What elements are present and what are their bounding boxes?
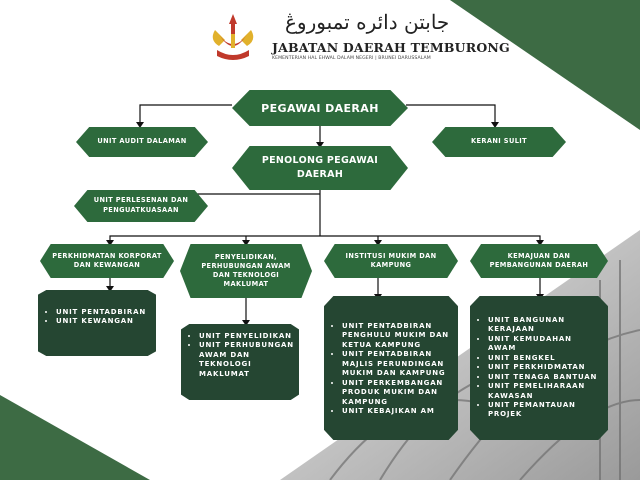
unit-audit-dalaman-label: UNIT AUDIT DALAMAN — [97, 137, 187, 146]
list-item: UNIT PENTADBIRAN MAJLIS PERUNDINGAN MUKI… — [342, 350, 452, 378]
kerani-sulit-label: KERANI SULIT — [470, 137, 528, 146]
division-2-list: UNIT PENYELIDIKAN UNIT PERHUBUNGAN AWAM … — [181, 324, 299, 379]
list-item: UNIT PERKHIDMATAN — [488, 363, 602, 372]
list-item: UNIT PENYELIDIKAN — [199, 332, 299, 341]
penolong-pegawai-daerah-box: PENOLONG PEGAWAI DAERAH — [232, 146, 408, 190]
penolong-pegawai-daerah-label: PENOLONG PEGAWAI DAERAH — [261, 154, 379, 180]
list-item: UNIT PEMELIHARAAN KAWASAN — [488, 382, 602, 401]
list-item: UNIT TENAGA BANTUAN — [488, 373, 602, 382]
logo-title: JABATAN DAERAH TEMBURONG — [272, 40, 510, 55]
division-card-1: UNIT PENTADBIRAN UNIT KEWANGAN — [38, 290, 156, 356]
division-2-title: PENYELIDIKAN, PERHUBUNGAN AWAM DAN TEKNO… — [201, 252, 291, 289]
division-header-2: PENYELIDIKAN, PERHUBUNGAN AWAM DAN TEKNO… — [180, 244, 312, 298]
division-card-4: UNIT BANGUNAN KERAJAAN UNIT KEMUDAHAN AW… — [470, 296, 608, 440]
division-card-2: UNIT PENYELIDIKAN UNIT PERHUBUNGAN AWAM … — [181, 324, 299, 400]
corner-triangle-bottom-left — [0, 395, 150, 480]
division-3-list: UNIT PENTADBIRAN PENGHULU MUKIM DAN KETU… — [324, 296, 458, 416]
unit-perlesenan-label: UNIT PERLESENAN DAN PENGUATKUASAAN — [93, 196, 189, 214]
logo-subtitle: KEMENTERIAN HAL EHWAL DALAM NEGERI | BRU… — [272, 56, 431, 61]
list-item: UNIT BANGUNAN KERAJAAN — [488, 316, 602, 335]
list-item: UNIT BENGKEL — [488, 354, 602, 363]
division-1-title: PERKHIDMATAN KORPORAT DAN KEWANGAN — [52, 251, 162, 269]
pegawai-daerah-box: PEGAWAI DAERAH — [232, 90, 408, 126]
division-header-1: PERKHIDMATAN KORPORAT DAN KEWANGAN — [40, 244, 174, 278]
list-item: UNIT KEBAJIKAN AM — [342, 407, 452, 416]
unit-perlesenan-box: UNIT PERLESENAN DAN PENGUATKUASAAN — [74, 190, 208, 222]
list-item: UNIT PENTADBIRAN PENGHULU MUKIM DAN KETU… — [342, 322, 452, 350]
list-item: UNIT PERKEMBANGAN PRODUK MUKIM DAN KAMPU… — [342, 379, 452, 407]
list-item: UNIT PENTADBIRAN — [56, 308, 156, 317]
kerani-sulit-box: KERANI SULIT — [432, 127, 566, 157]
division-card-3: UNIT PENTADBIRAN PENGHULU MUKIM DAN KETU… — [324, 296, 458, 440]
pegawai-daerah-label: PEGAWAI DAERAH — [261, 101, 379, 115]
emblem-icon — [212, 14, 254, 60]
list-item: UNIT KEWANGAN — [56, 317, 156, 326]
corner-triangle-top-right — [450, 0, 640, 130]
unit-audit-dalaman-box: UNIT AUDIT DALAMAN — [76, 127, 208, 157]
division-header-4: KEMAJUAN DAN PEMBANGUNAN DAERAH — [470, 244, 608, 278]
list-item: UNIT KEMUDAHAN AWAM — [488, 335, 602, 354]
division-4-list: UNIT BANGUNAN KERAJAAN UNIT KEMUDAHAN AW… — [470, 296, 608, 420]
division-3-title: INSTITUSI MUKIM DAN KAMPUNG — [345, 251, 437, 269]
list-item: UNIT PEMANTAUAN PROJEK — [488, 401, 602, 420]
list-item: UNIT PERHUBUNGAN AWAM DAN TEKNOLOGI MAKL… — [199, 341, 299, 379]
division-1-list: UNIT PENTADBIRAN UNIT KEWANGAN — [38, 290, 156, 327]
division-header-3: INSTITUSI MUKIM DAN KAMPUNG — [324, 244, 458, 278]
logo-jawi-script: جابتن دائره تمبوروڠ — [285, 10, 450, 34]
division-4-title: KEMAJUAN DAN PEMBANGUNAN DAERAH — [489, 251, 589, 269]
